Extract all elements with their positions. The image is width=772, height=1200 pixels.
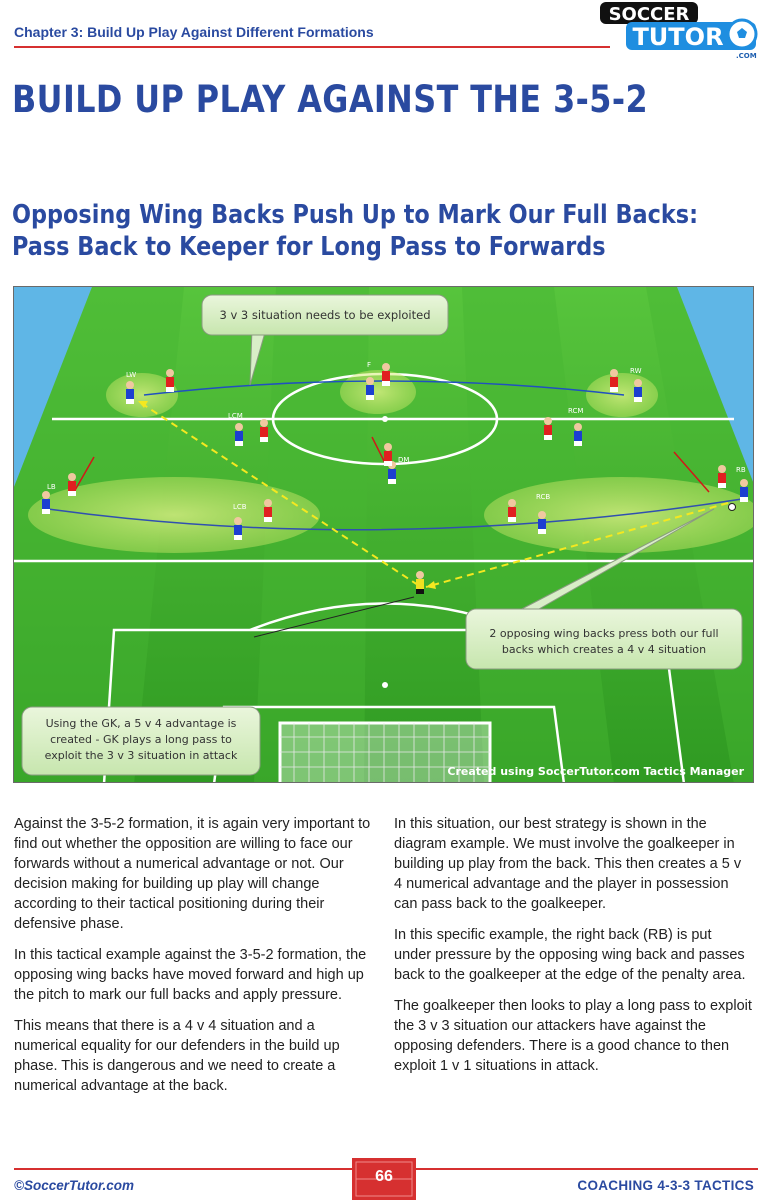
section-title: Opposing Wing Backs Push Up to Mark Our … <box>12 199 698 263</box>
player-goalkeeper <box>416 571 424 594</box>
opponent-2 <box>382 363 390 386</box>
label-dm: DM <box>398 456 409 464</box>
chapter-heading: Chapter 3: Build Up Play Against Differe… <box>14 24 374 40</box>
soccertutor-logo: SOCCER TUTOR .COM <box>600 2 758 60</box>
our-back-line <box>47 498 743 531</box>
long-pass-gk-to-lw <box>137 400 419 586</box>
zone-left-wing <box>106 373 178 417</box>
paragraph: In this specific example, the right back… <box>394 927 746 983</box>
player-rw <box>634 379 642 402</box>
footer-book-title: COACHING 4-3-3 TACTICS <box>577 1178 754 1193</box>
paragraph: In this tactical example against the 3-5… <box>14 947 367 1003</box>
pressure-arrow-rb <box>673 451 710 493</box>
opponent-10 <box>718 465 726 488</box>
opponent-7 <box>68 473 76 496</box>
opponent-6 <box>384 443 392 466</box>
player-rcb <box>538 511 546 534</box>
opponent-4 <box>260 419 268 442</box>
label-lw: LW <box>126 371 136 379</box>
opponent-3 <box>610 369 618 392</box>
header-divider <box>14 46 610 48</box>
diagram-credit: Created using SoccerTutor.com Tactics Ma… <box>447 765 744 778</box>
position-labels: LW F RW LCM RCM DM LB LCB RCB RB <box>47 361 746 511</box>
tactics-diagram: LW F RW LCM RCM DM LB LCB RCB RB 3 v 3 s… <box>13 286 754 783</box>
label-lcm: LCM <box>228 412 243 420</box>
paragraph: In this situation, our best strategy is … <box>394 816 742 912</box>
ball <box>728 503 736 511</box>
blue-players <box>42 377 748 540</box>
player-lcm <box>235 423 243 446</box>
footer-site: ©SoccerTutor.com <box>14 1178 134 1193</box>
pitch-icon <box>355 1161 413 1197</box>
logo-text-com: .COM <box>736 52 757 60</box>
page-title: BUILD UP PLAY AGAINST THE 3-5-2 <box>12 78 649 121</box>
callout-top-text: 3 v 3 situation needs to be exploited <box>219 308 430 322</box>
section-title-line-2: Pass Back to Keeper for Long Pass to For… <box>12 232 606 262</box>
body-right-column: In this situation, our best strategy is … <box>394 814 752 1087</box>
player-rcm <box>574 423 582 446</box>
callout-right: 2 opposing wing backs press both our ful… <box>465 508 743 670</box>
zone-left-back <box>28 477 320 553</box>
label-lcb: LCB <box>233 503 247 511</box>
logo-text-top: SOCCER <box>609 4 690 25</box>
callout-top: 3 v 3 situation needs to be exploited <box>201 294 449 386</box>
player-rb <box>740 479 748 502</box>
callout-left-line-3: exploit the 3 v 3 situation in attack <box>45 749 238 762</box>
opponent-9 <box>508 499 516 522</box>
page-number-badge: 66 <box>352 1158 416 1200</box>
label-lb: LB <box>47 483 56 491</box>
label-rw: RW <box>630 367 642 375</box>
goal <box>278 721 492 782</box>
opponent-5 <box>544 417 552 440</box>
pressure-arrow-lb <box>73 456 95 493</box>
player-lw <box>126 381 134 404</box>
paragraph: This means that there is a 4 v 4 situati… <box>14 1018 340 1094</box>
callout-right-line-1: 2 opposing wing backs press both our ful… <box>489 627 718 640</box>
player-lcb <box>234 517 242 540</box>
logo-text-bottom: TUTOR <box>632 23 723 51</box>
paragraph: Against the 3-5-2 formation, it is again… <box>14 816 371 932</box>
callout-left-line-2: created - GK plays a long pass to <box>50 733 232 746</box>
body-left-column: Against the 3-5-2 formation, it is again… <box>14 814 372 1107</box>
paragraph: The goalkeeper then looks to play a long… <box>394 998 752 1074</box>
label-f: F <box>367 361 371 369</box>
pass-rb-to-gk <box>425 502 729 588</box>
opponent-1 <box>166 369 174 392</box>
player-f <box>366 377 374 400</box>
footer-divider-right <box>416 1168 758 1170</box>
callout-left-line-1: Using the GK, a 5 v 4 advantage is <box>46 717 237 730</box>
page-number: 66 <box>375 1168 393 1185</box>
pressure-arrow-dm <box>371 436 387 466</box>
zone-forward <box>340 370 416 414</box>
label-rcm: RCM <box>568 407 583 415</box>
label-rcb: RCB <box>536 493 550 501</box>
label-rb: RB <box>736 466 746 474</box>
callout-right-line-2: backs which creates a 4 v 4 situation <box>502 643 706 656</box>
marking-line-gk <box>253 596 415 638</box>
footer-divider-left <box>14 1168 352 1170</box>
player-lb <box>42 491 50 514</box>
callout-left: Using the GK, a 5 v 4 advantage is creat… <box>21 706 261 776</box>
section-title-line-1: Opposing Wing Backs Push Up to Mark Our … <box>12 200 699 230</box>
red-players <box>68 363 726 522</box>
opponent-8 <box>264 499 272 522</box>
